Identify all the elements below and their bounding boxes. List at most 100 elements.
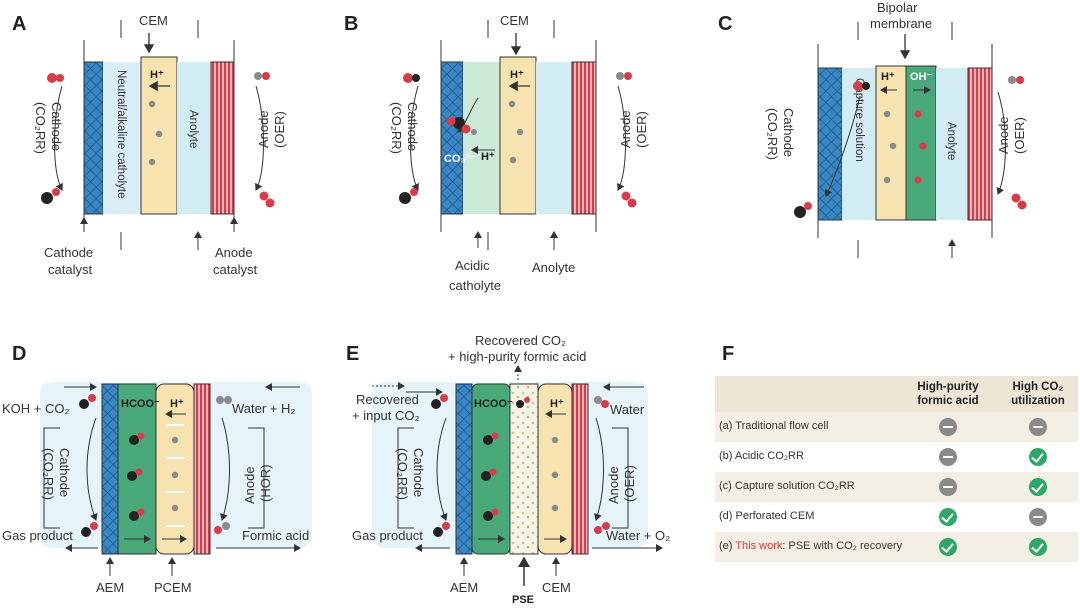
- anolyte-layer: [177, 62, 211, 214]
- membrane-cem-label: CEM: [542, 580, 571, 595]
- panel-c: C Bipolar membrane Capture solution Anol…: [718, 0, 1027, 258]
- anode-sub: (HOR): [258, 464, 273, 502]
- panel-a: A CEM Neutral/alkaline catholyte Anolyte…: [12, 13, 287, 277]
- capture-label: Capture solution: [853, 78, 865, 162]
- cathode-label: Cathode: [405, 102, 420, 151]
- cathode-label: Cathode: [49, 102, 64, 151]
- row-label: (d) Perforated CEM: [719, 510, 815, 522]
- ion-h-label: H⁺: [881, 71, 895, 83]
- panel-letter: E: [346, 343, 359, 365]
- check-icon: [1029, 448, 1047, 466]
- anolyte-label: Anolyte: [945, 122, 957, 160]
- minus-icon: [939, 448, 957, 466]
- cathode-sub: (CO₂RR): [765, 108, 780, 160]
- outlet-right-label: Water + O₂: [606, 528, 670, 543]
- minus-icon: [939, 478, 957, 496]
- column-header-line: High CO₂: [1012, 381, 1064, 393]
- catholyte-layer: [103, 62, 141, 214]
- table-row: (d) Perforated CEM: [715, 502, 1078, 532]
- capture-layer: [842, 68, 876, 220]
- membrane-aem-label: AEM: [96, 580, 124, 595]
- row-label-prefix: (e): [719, 540, 736, 552]
- cathode-electrode: [83, 61, 104, 215]
- panel-letter: C: [718, 13, 732, 35]
- inlet-right-label: Water: [610, 402, 645, 417]
- membrane-label: Bipolar: [877, 0, 918, 15]
- cathode-catalyst-sub: catalyst: [48, 262, 92, 277]
- catholyte-label: Neutral/alkaline catholyte: [115, 70, 127, 199]
- membrane-pcem-label: PCEM: [154, 580, 192, 595]
- ion-oh-label: OH⁻: [910, 71, 933, 83]
- row-label: (a) Traditional flow cell: [719, 420, 829, 432]
- minus-icon: [1029, 418, 1047, 436]
- cathode-electrode: [817, 67, 843, 221]
- cathode-sub: (CO₂RR): [389, 102, 404, 154]
- bipolar-cation-layer: [875, 65, 907, 221]
- formate-label: HCOO⁻: [121, 398, 160, 410]
- top-label: Recovered CO₂: [475, 333, 566, 348]
- anolyte-layer: [936, 68, 968, 220]
- comparison-table: High-purity formic acid High CO₂ utiliza…: [715, 376, 1078, 566]
- membrane-sub: membrane: [870, 16, 932, 31]
- column-header-line: utilization: [1011, 395, 1065, 407]
- table-row: (b) Acidic CO₂RR: [715, 442, 1078, 472]
- ion-h-label: H⁺: [550, 398, 564, 410]
- inlet-right-label: Water + H₂: [232, 401, 295, 416]
- panel-d: D HCOO⁻ H⁺ KOH + CO₂ Water + H₂ Cathode …: [2, 343, 312, 595]
- cathode-label: Cathode: [57, 448, 72, 497]
- outlet-left-label: Gas product: [2, 528, 73, 543]
- row-label: (e) This work: PSE with CO₂ recovery: [719, 540, 902, 552]
- membrane-pse-label: PSE: [512, 594, 534, 606]
- anode-label: Anode: [242, 466, 257, 504]
- cathode-electrode: [440, 61, 464, 215]
- anode-catalyst-sub: catalyst: [213, 262, 257, 277]
- top-sub: + high-purity formic acid: [448, 349, 586, 364]
- membrane-aem-label: AEM: [450, 580, 478, 595]
- anode-sub: (OER): [1012, 117, 1027, 154]
- cathode-label: Cathode: [411, 448, 426, 497]
- panel-letter: D: [12, 343, 26, 365]
- anode-electrode: [967, 67, 993, 221]
- anode-electrode: [210, 61, 235, 215]
- check-icon: [939, 508, 957, 526]
- outlet-right-label: Formic acid: [242, 528, 309, 543]
- anolyte-label: Anolyte: [187, 110, 199, 148]
- cathode-sub: (CO₂RR): [41, 448, 56, 500]
- check-icon: [1029, 478, 1047, 496]
- aem-electrode: [455, 383, 473, 555]
- cathode-sub: (CO₂RR): [395, 448, 410, 500]
- row-label: (b) Acidic CO₂RR: [719, 450, 804, 462]
- anode-catalyst-label: Anode: [215, 245, 253, 260]
- minus-icon: [939, 418, 957, 436]
- check-icon: [1029, 538, 1047, 556]
- membrane-label: CEM: [139, 13, 168, 28]
- anode-electrode: [193, 383, 211, 555]
- anolyte-layer: [536, 62, 572, 214]
- membrane-label: CEM: [500, 13, 529, 28]
- panel-b: B CEM H⁺ H⁺ CO₃²⁻ Cathode (CO₂RR) Anode …: [344, 13, 649, 293]
- catholyte-bottom-sub: catholyte: [449, 278, 501, 293]
- ion-inner-label: H⁺: [481, 151, 495, 163]
- inlet-left-label: Recovered: [356, 392, 419, 407]
- catholyte-layer: [463, 62, 500, 214]
- minus-icon: [1029, 508, 1047, 526]
- anode-sub: (OER): [272, 111, 287, 148]
- pse-layer: [509, 383, 539, 555]
- bipolar-anion-layer: [905, 65, 937, 221]
- column-header-line: High-purity: [917, 381, 979, 393]
- anode-label: Anode: [606, 466, 621, 504]
- anode-label: Anode: [996, 116, 1011, 154]
- carbonate-label: CO₃²⁻: [444, 153, 475, 165]
- column-header-purity: High-purity formic acid: [908, 380, 988, 408]
- membrane-layer: [499, 56, 537, 215]
- column-header-line: formic acid: [917, 395, 979, 407]
- anode-sub: (OER): [622, 465, 637, 502]
- inlet-left-sub: + input CO₂: [352, 408, 420, 423]
- outlet-left-label: Gas product: [352, 528, 423, 543]
- panel-letter: F: [722, 343, 734, 365]
- table-row: (c) Capture solution CO₂RR: [715, 472, 1078, 502]
- anode-electrode: [571, 383, 589, 555]
- catholyte-bottom-label: Acidic: [455, 258, 490, 273]
- ion-label: H⁺: [510, 69, 524, 81]
- anode-electrode: [571, 61, 597, 215]
